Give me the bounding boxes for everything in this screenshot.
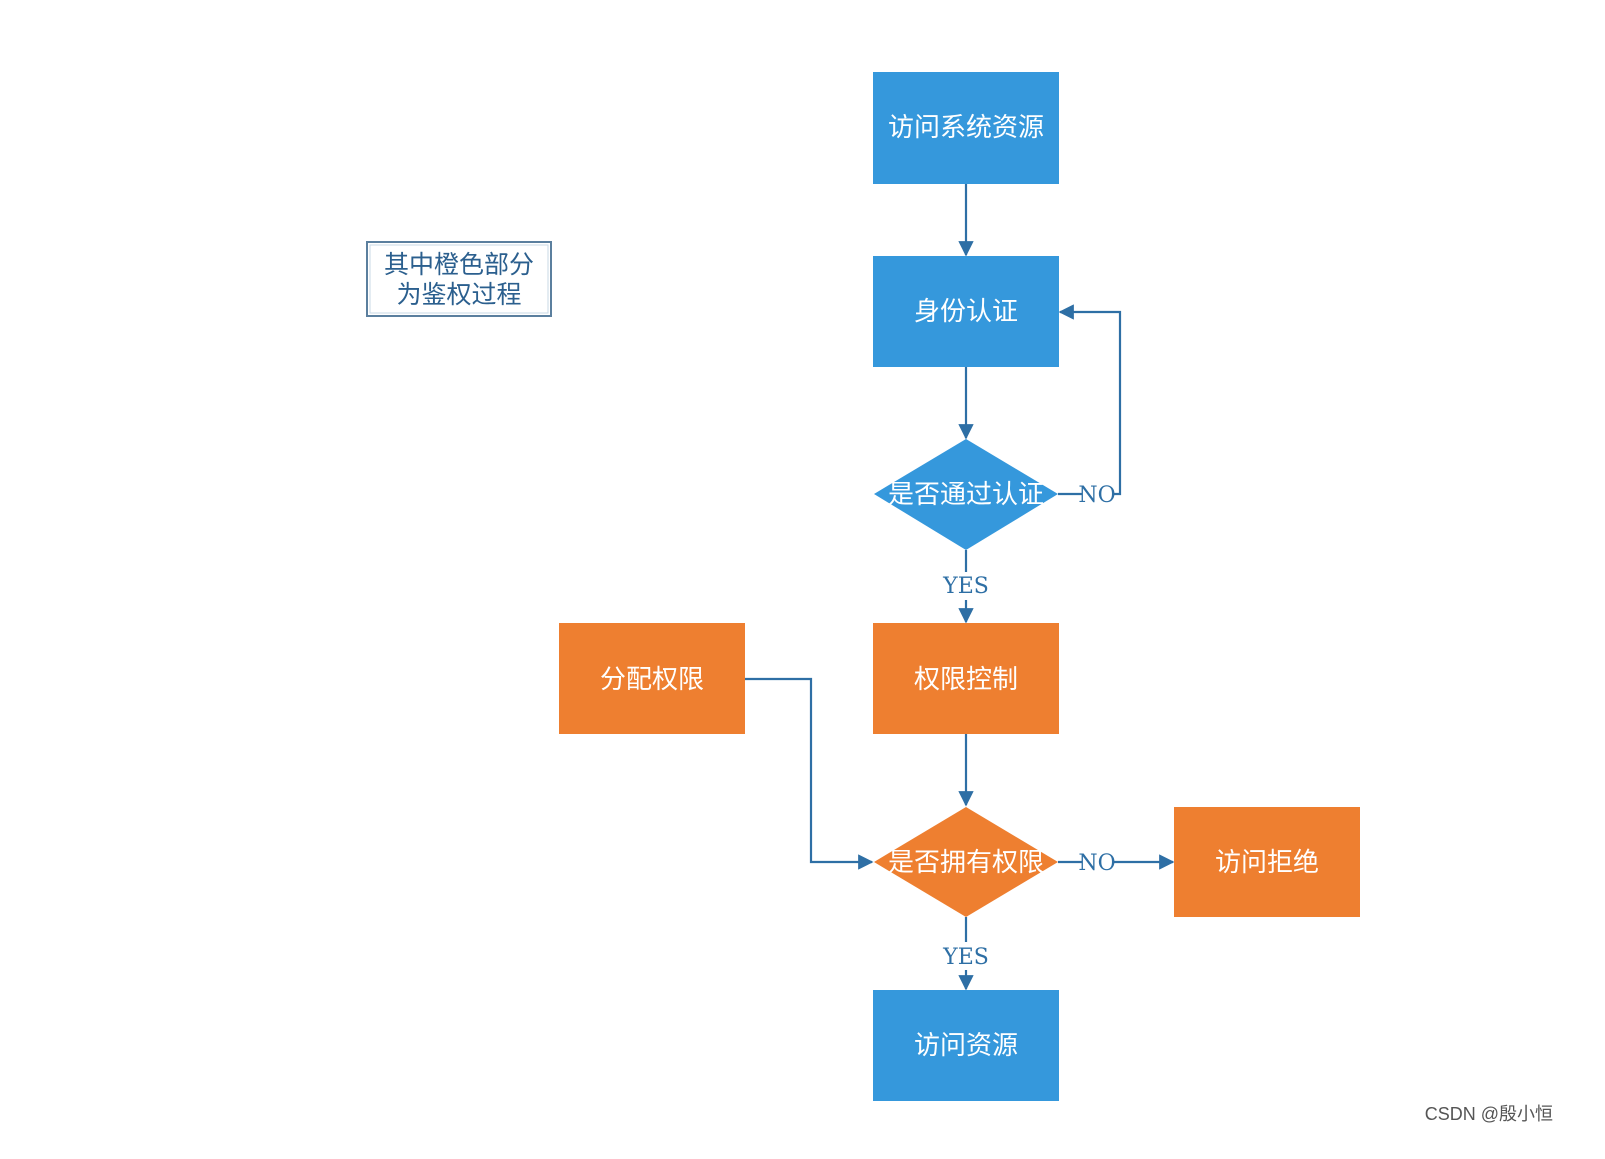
legend-note: 其中橙色部分 为鉴权过程 xyxy=(366,241,552,317)
decision-auth-passed: 是否通过认证 xyxy=(874,439,1058,550)
node-authentication-label: 身份认证 xyxy=(914,297,1018,327)
node-access-resource: 访问资源 xyxy=(873,990,1059,1101)
node-permission-control: 权限控制 xyxy=(873,623,1059,734)
edge-label-perm-yes: YES xyxy=(942,945,989,970)
edge-assign-to-perm-check xyxy=(745,677,874,870)
watermark: CSDN @殷小恒 xyxy=(1425,1104,1553,1124)
node-access-system-label: 访问系统资源 xyxy=(888,113,1044,143)
decision-has-permission: 是否拥有权限 xyxy=(874,807,1058,917)
note-line-1: 其中橙色部分 xyxy=(384,250,534,279)
edges xyxy=(745,184,1175,991)
edge-label-auth-no: NO xyxy=(1078,483,1115,508)
node-access-system: 访问系统资源 xyxy=(873,72,1059,184)
decision-has-permission-label: 是否拥有权限 xyxy=(888,848,1044,878)
node-assign-permission: 分配权限 xyxy=(559,623,745,734)
note-line-2: 为鉴权过程 xyxy=(396,280,521,309)
node-permission-control-label: 权限控制 xyxy=(914,665,1018,695)
node-access-denied: 访问拒绝 xyxy=(1174,807,1360,917)
node-access-denied-label: 访问拒绝 xyxy=(1215,848,1319,878)
edge-check-no-loop xyxy=(1058,304,1122,496)
edge-label-perm-no: NO xyxy=(1078,851,1115,876)
node-authentication: 身份认证 xyxy=(873,256,1059,367)
decision-auth-passed-label: 是否通过认证 xyxy=(888,480,1044,510)
node-access-resource-label: 访问资源 xyxy=(914,1031,1018,1061)
edge-label-auth-yes: YES xyxy=(942,574,989,599)
node-assign-permission-label: 分配权限 xyxy=(600,665,704,695)
